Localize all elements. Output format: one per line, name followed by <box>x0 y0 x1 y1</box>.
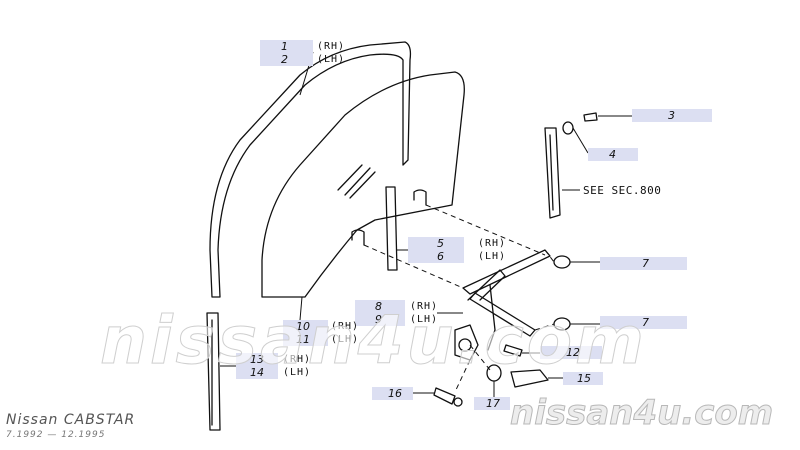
model-years: 7.1992 — 12.1995 <box>6 430 106 440</box>
side-rh-13: (RH) <box>283 354 312 365</box>
side-rh-1: (RH) <box>317 41 346 52</box>
watermark-small: nissan4u.com <box>509 393 774 434</box>
side-lh-9: (LH) <box>410 314 439 325</box>
part-number-13: 13 <box>250 353 264 366</box>
see-section-note: SEE SEC.800 <box>583 184 662 197</box>
side-lh-6: (LH) <box>478 251 507 262</box>
side-rh-8: (RH) <box>410 301 439 312</box>
part-number-9: 9 <box>375 313 382 326</box>
callout-box-13-14 <box>236 353 278 379</box>
part-number-7a: 7 <box>642 257 649 270</box>
callout-box-10-11 <box>283 320 328 346</box>
callout-box-1-2 <box>260 40 313 66</box>
side-lh-14: (LH) <box>283 367 312 378</box>
part-number-15: 15 <box>577 372 591 385</box>
watermark-large: nissan4u.com <box>100 302 647 380</box>
callout-box-8-9 <box>355 300 405 326</box>
part-number-10: 10 <box>296 320 310 333</box>
part-number-2: 2 <box>281 53 288 66</box>
model-title: Nissan CABSTAR <box>6 412 136 428</box>
part-number-6: 6 <box>437 250 444 263</box>
regulator-arm <box>462 249 551 295</box>
part-number-4: 4 <box>609 148 616 161</box>
part-number-14: 14 <box>250 366 264 379</box>
part-number-1: 1 <box>281 40 288 53</box>
side-rh-10: (RH) <box>331 321 360 332</box>
part-number-16: 16 <box>388 387 402 400</box>
part-number-7b: 7 <box>642 316 649 329</box>
part-number-11: 11 <box>296 333 310 346</box>
callout-box-5-6 <box>408 237 464 263</box>
callout-box-12 <box>540 346 602 359</box>
part-number-5: 5 <box>437 237 444 250</box>
part-number-3: 3 <box>668 109 675 122</box>
callout-box-16 <box>372 387 413 400</box>
side-rh-5: (RH) <box>478 238 507 249</box>
part-number-12: 12 <box>566 346 580 359</box>
side-lh-2: (LH) <box>317 54 346 65</box>
callout-box-17 <box>474 397 510 410</box>
callout-box-4 <box>588 148 638 161</box>
callout-box-3 <box>632 109 712 122</box>
door-glass <box>261 71 465 298</box>
callout-box-7a <box>600 257 687 270</box>
part-number-8: 8 <box>375 300 382 313</box>
side-lh-11: (LH) <box>331 334 360 345</box>
sash-channel <box>209 41 412 298</box>
part-number-17: 17 <box>486 397 500 410</box>
callout-box-15 <box>563 372 603 385</box>
callout-box-7b <box>600 316 687 329</box>
